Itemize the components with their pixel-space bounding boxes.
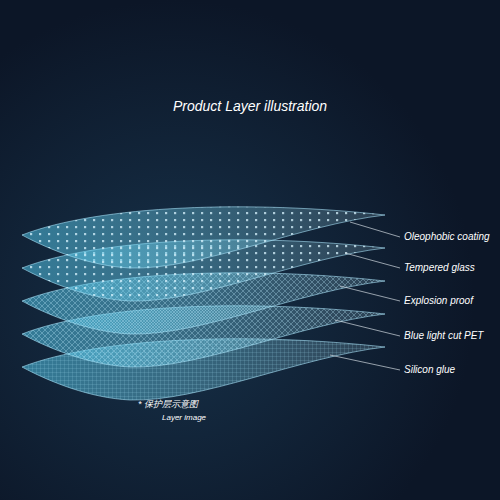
leader-line xyxy=(350,222,400,237)
caption-label: Layer image xyxy=(162,413,206,423)
layer-label: Silicon glue xyxy=(404,364,455,376)
leader-line xyxy=(345,253,400,268)
layer-label: Explosion proof xyxy=(404,295,473,307)
caption-label: * 保护层示意图 xyxy=(138,399,198,410)
layer-label: Tempered glass xyxy=(404,262,475,274)
sheet xyxy=(22,207,385,268)
title: Product Layer illustration xyxy=(173,98,327,115)
leader-line xyxy=(330,355,400,370)
layer-label: Blue light cut PET xyxy=(404,330,483,342)
leader-lines xyxy=(330,222,400,370)
leader-line xyxy=(335,320,400,336)
sheets xyxy=(22,207,385,400)
layer-label: Oleophobic coating xyxy=(404,231,490,243)
leader-line xyxy=(340,286,400,301)
